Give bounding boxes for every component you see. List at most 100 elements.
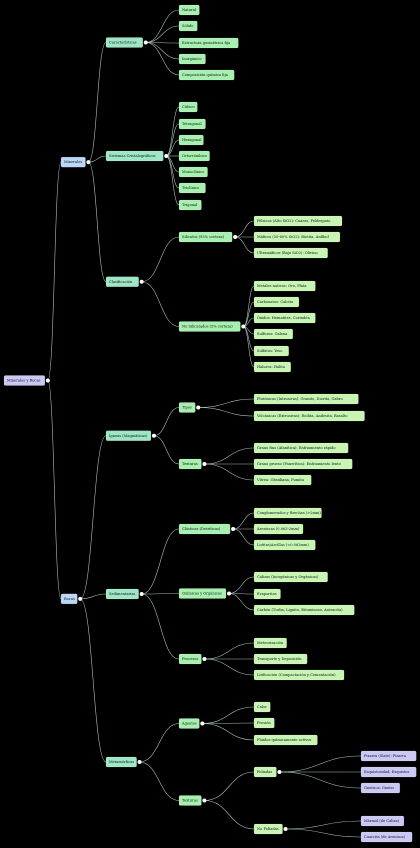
node-esquistosidad-esquistos[interactable]: Esquistosidad: Esquistos — [360, 766, 417, 778]
node-minerales-y-rocas[interactable]: Minerales y Rocas — [3, 375, 46, 386]
node-metamorficas[interactable]: Metamórficas — [105, 756, 137, 768]
node-box — [178, 402, 196, 413]
node-sulfuros-galena[interactable]: Sulfuros: Galena — [253, 328, 294, 340]
expand-dot-icon[interactable] — [227, 591, 231, 596]
expand-dot-icon[interactable] — [139, 279, 144, 284]
node-fluidos-quimicamente-activos[interactable]: Fluidos químicamente activos — [253, 734, 318, 746]
expand-dot-icon[interactable] — [196, 405, 201, 410]
node-box — [253, 717, 275, 729]
node-meteorizacion[interactable]: Meteorización — [253, 637, 287, 649]
node-agentes[interactable]: Agentes — [178, 718, 200, 729]
node-vitrea-obsidiana-pumita[interactable]: Vítrea: Obsidiana, Pumita — [253, 474, 312, 486]
node-monoclinico[interactable]: Monoclínico — [178, 166, 208, 178]
node-cuarcita-de-arenisca[interactable]: Cuarcita (de Arenisca) — [360, 831, 413, 843]
node-procesos[interactable]: Procesos — [178, 653, 202, 665]
node-tetragonal[interactable]: Tetragonal — [178, 118, 206, 130]
node-box — [178, 653, 202, 665]
node-minerales[interactable]: Minerales — [60, 156, 86, 168]
node-presion[interactable]: Presión — [253, 717, 275, 729]
connector-line — [47, 380, 62, 600]
node-litificacion-compactacion-y-cementacion[interactable]: Litificación (Compactación y Cementación… — [253, 669, 345, 681]
node-felsicos-alto-sio2-cuarzo-feldespato[interactable]: Félsicos (Alto SiO2): Cuarzo, Feldespato — [253, 215, 343, 227]
node-label: Félsicos (Alto SiO2): Cuarzo, Feldespato — [257, 219, 330, 223]
node-cubico[interactable]: Cúbico — [178, 101, 198, 113]
node-sedimentarias[interactable]: Sedimentarias — [105, 588, 139, 600]
node-grano-grueso-faneritica-enfriamiento-len[interactable]: Grano grueso (Fanerítica): Enfriamiento … — [253, 458, 353, 470]
node-conglomerados-y-brechas-2mm[interactable]: Conglomerados y Brechas (>2mm) — [253, 507, 322, 519]
node-grano-fino-afanitica-enfriamiento-rapido[interactable]: Grano fino (Afanítica): Enfriamiento ráp… — [253, 442, 349, 454]
expand-dot-icon[interactable] — [139, 592, 144, 596]
expand-dot-icon[interactable] — [241, 324, 246, 329]
connector-line — [141, 593, 180, 660]
node-transporte-y-deposicion[interactable]: Transporte y Deposición — [253, 653, 308, 665]
expand-dot-icon[interactable] — [231, 527, 236, 531]
node-maficos-50-60-sio2-biotita-anfibol[interactable]: Máficos (50-60% SiO2): Biotita, Anfíbol — [253, 231, 341, 243]
node-ortorrombico[interactable]: Ortorrómbico — [178, 150, 210, 162]
expand-dot-icon[interactable] — [164, 154, 169, 158]
node-carbonatos-calcita[interactable]: Carbonatos: Calcita — [253, 296, 300, 308]
node-ultramaficos-bajo-sio2-olivino[interactable]: Ultramáficos (Bajo SiO2): Olivino — [253, 247, 328, 259]
connector-line — [166, 123, 180, 157]
expand-dot-icon[interactable] — [277, 770, 282, 774]
node-label: Estructura geométrica fija — [182, 41, 231, 45]
node-texturas[interactable]: Texturas — [178, 458, 202, 470]
node-no-foliadas[interactable]: No Foliadas — [253, 823, 283, 835]
node-volcanicas-extrusivas-riolita-andesita-b[interactable]: Volcánicas (Extrusivas): Riolita, Andesi… — [253, 410, 365, 422]
node-tipos[interactable]: Tipos — [178, 402, 196, 413]
node-label: Características — [109, 41, 137, 45]
node-clasificacion[interactable]: Clasificación — [105, 276, 139, 287]
node-pizarra-slate-pizarra[interactable]: Pizarra (Slate): Pizarra — [360, 750, 417, 762]
node-plutonicas-intrusivas-granito-diorita-ga[interactable]: Plutónicas (Intrusivas): Granito, Diorit… — [253, 393, 359, 405]
node-composicion-quimica-fija[interactable]: Composición química fija — [178, 69, 235, 81]
node-metales-nativos-oro-plata[interactable]: Metales nativos: Oro, Plata — [253, 280, 316, 292]
node-calizas-inorganicas-y-organicas[interactable]: Calizas (Inorgánicas y Orgánicas) — [253, 571, 328, 583]
node-box — [178, 4, 200, 16]
node-haluros-halita[interactable]: Haluros: Halita — [253, 361, 291, 373]
expand-dot-icon[interactable] — [202, 462, 207, 466]
node-label: Haluros: Halita — [257, 365, 286, 369]
node-areniscas-0-063-2mm[interactable]: Areniscas (0.063-2mm) — [253, 523, 304, 535]
node-estructura-geometrica-fija[interactable]: Estructura geométrica fija — [178, 37, 239, 49]
expand-dot-icon[interactable] — [202, 657, 207, 661]
node-igneas-magmaticas[interactable]: Ígneas (Magmáticas) — [105, 430, 152, 441]
node-clasticas-detriticas[interactable]: Clásticas (Detríticas) — [178, 523, 231, 535]
node-label: Presión — [257, 721, 271, 725]
node-label: Ortorrómbico — [182, 154, 207, 158]
expand-dot-icon[interactable] — [45, 378, 50, 383]
node-inorganico[interactable]: Inorgánico — [178, 53, 206, 65]
node-calor[interactable]: Calor — [253, 701, 271, 713]
node-carbon-turba-lignito-bituminoso-antracit[interactable]: Carbón (Turba, Lignito, Bituminoso, Antr… — [253, 604, 355, 616]
node-trigonal[interactable]: Trigonal — [178, 199, 202, 211]
node-no-silicatados-5-corteza[interactable]: No Silicatados (5% corteza) — [178, 321, 241, 332]
node-caracteristicas[interactable]: Características — [105, 37, 143, 48]
expand-dot-icon[interactable] — [283, 827, 288, 831]
expand-dot-icon[interactable] — [137, 760, 142, 764]
connector-line — [279, 755, 362, 773]
node-label: Vítrea: Obsidiana, Pumita — [256, 478, 305, 482]
expand-dot-icon[interactable] — [143, 40, 148, 45]
node-lutitas-arcillas-0-063mm[interactable]: Lutitas/Arcillas (<0.063mm) — [253, 539, 316, 551]
node-sistemas-cristalograficos[interactable]: Sistemas Cristalográficos — [105, 150, 164, 162]
node-natural[interactable]: Natural — [178, 4, 200, 16]
expand-dot-icon[interactable] — [233, 235, 238, 239]
node-hexagonal[interactable]: Hexagonal — [178, 134, 204, 146]
node-triclinico[interactable]: Triclínico — [178, 182, 206, 194]
node-evaporitas[interactable]: Evaporitas — [253, 588, 281, 600]
node-box — [178, 37, 239, 49]
node-foliadas[interactable]: Foliadas — [253, 766, 277, 778]
expand-dot-icon[interactable] — [200, 721, 205, 726]
node-texturas[interactable]: Texturas — [178, 795, 202, 806]
node-marmol-de-caliza[interactable]: Mármol (de Caliza) — [360, 815, 405, 827]
node-box — [178, 20, 198, 32]
node-quimicas-y-organicas[interactable]: Químicas y Orgánicas — [178, 588, 227, 599]
node-rocas[interactable]: Rocas — [60, 593, 78, 605]
node-gneisica-gneiss[interactable]: Gneísica: Gneiss — [360, 782, 401, 794]
node-oxidos-hematites-corindon[interactable]: Óxidos: Hematites, Corindón — [253, 312, 316, 324]
expand-dot-icon[interactable] — [86, 160, 91, 165]
expand-dot-icon[interactable] — [202, 798, 207, 803]
expand-dot-icon[interactable] — [78, 596, 83, 601]
node-solido[interactable]: Sólido — [178, 20, 198, 32]
expand-dot-icon[interactable] — [151, 433, 156, 438]
node-silicatos-95-corteza[interactable]: Silicatos (95% corteza) — [178, 231, 233, 243]
node-sulfatos-yeso[interactable]: Sulfatos: Yeso — [253, 345, 289, 357]
